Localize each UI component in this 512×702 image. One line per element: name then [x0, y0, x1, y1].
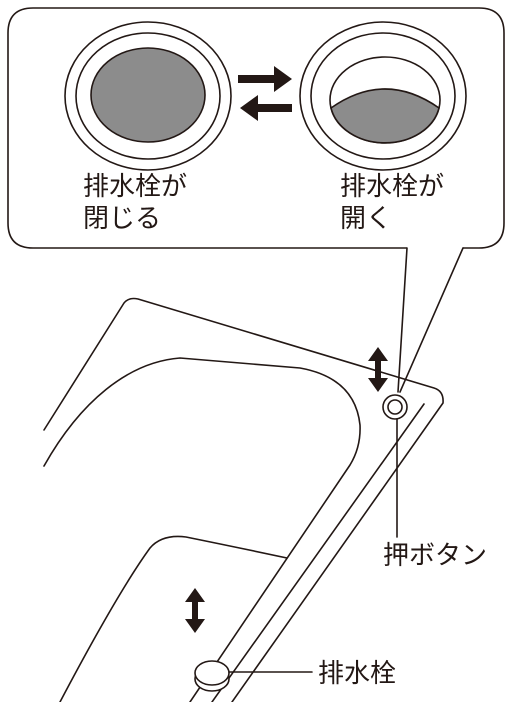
arrow-right-icon — [238, 66, 292, 92]
callout-bubble: 排水栓が 閉じる 排水栓が 開く — [7, 7, 505, 393]
toggle-arrows-icon — [238, 66, 292, 121]
drain-plug — [194, 660, 230, 692]
drain-open-plug — [330, 88, 440, 144]
drain-open-illustration — [299, 21, 467, 171]
drain-plug-top — [194, 660, 230, 686]
push-button-inner — [387, 399, 403, 415]
arrow-left-icon — [240, 95, 292, 121]
callout-tail-left — [397, 247, 408, 393]
push-button-label: 押ボタン — [383, 541, 487, 571]
open-label-line1: 排水栓が — [340, 172, 444, 202]
open-label-line2: 開く — [340, 204, 392, 234]
tub-outer-rim — [43, 297, 444, 702]
tub-basin-edge — [43, 357, 361, 702]
tub-basin-step — [59, 535, 288, 702]
drain-closed-illustration — [64, 21, 232, 171]
callout-tail-right — [399, 247, 464, 393]
push-button — [382, 394, 408, 420]
drain-plug-updown-arrow-icon — [185, 588, 205, 633]
push-button-updown-arrow-icon — [368, 347, 388, 392]
bathtub — [43, 297, 444, 702]
closed-label-line1: 排水栓が — [83, 172, 187, 202]
closed-label-line2: 閉じる — [83, 204, 161, 234]
tub-rim-inner-edge — [211, 403, 425, 702]
drain-closed-plug — [90, 47, 206, 143]
drain-plug-label: 排水栓 — [318, 659, 396, 689]
